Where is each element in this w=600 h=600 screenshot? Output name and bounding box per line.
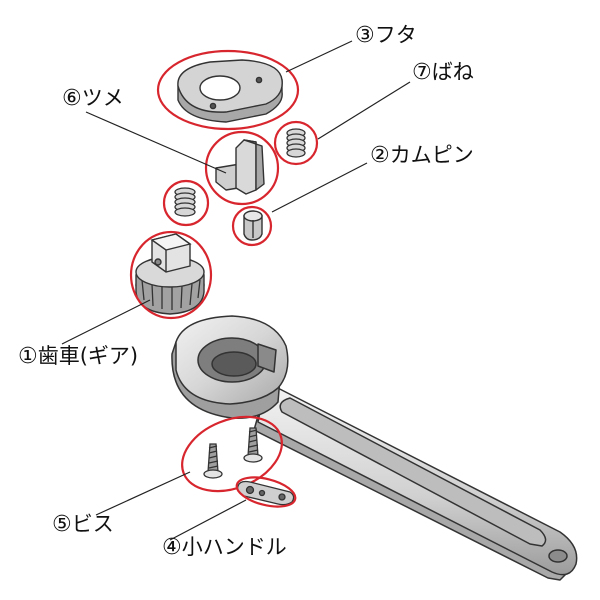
cam-pin-part — [243, 210, 263, 241]
pawl-part — [215, 139, 265, 195]
cover-number: ③ — [355, 23, 375, 48]
spring-part-upper — [286, 128, 306, 158]
leader-lines — [61, 40, 411, 541]
pawl-highlight-ring — [204, 130, 280, 206]
small-handle-highlight-ring — [235, 476, 297, 508]
spring-part-lower — [174, 187, 196, 217]
cover-part — [177, 59, 283, 123]
gear-name: 歯車(ギア) — [37, 344, 139, 368]
screw-number: ⑤ — [52, 512, 72, 537]
label-screw: ⑤ビス — [52, 514, 114, 536]
pawl-name: ツメ — [81, 86, 124, 110]
gear-part — [135, 233, 205, 315]
cam-pin-name: カムピン — [389, 143, 474, 167]
label-cam-pin: ②カムピン — [370, 145, 474, 167]
gear-number: ① — [18, 344, 38, 369]
spring-number: ⑦ — [412, 60, 432, 85]
label-cover: ③フタ — [355, 25, 417, 47]
label-gear: ①歯車(ギア) — [18, 346, 138, 368]
spring-highlight-ring — [273, 120, 319, 166]
screw-name: ビス — [71, 512, 114, 536]
wrench-body — [171, 315, 578, 581]
cam-pin-number: ② — [370, 143, 390, 168]
screw-parts — [203, 427, 263, 479]
spring-name: ばね — [431, 60, 474, 84]
label-spring: ⑦ばね — [412, 62, 474, 84]
small-handle-name: 小ハンドル — [181, 535, 287, 559]
label-small-handle: ④小ハンドル — [162, 537, 287, 559]
pawl-number: ⑥ — [62, 86, 82, 111]
cover-name: フタ — [374, 23, 417, 47]
small-handle-number: ④ — [162, 535, 182, 560]
label-pawl: ⑥ツメ — [62, 88, 124, 110]
lower-spring-highlight-ring — [162, 179, 210, 227]
cover-highlight-ring — [156, 49, 300, 131]
small-handle-part — [236, 480, 295, 506]
cam-pin-highlight-ring — [231, 205, 273, 247]
gear-highlight-ring — [129, 230, 213, 320]
